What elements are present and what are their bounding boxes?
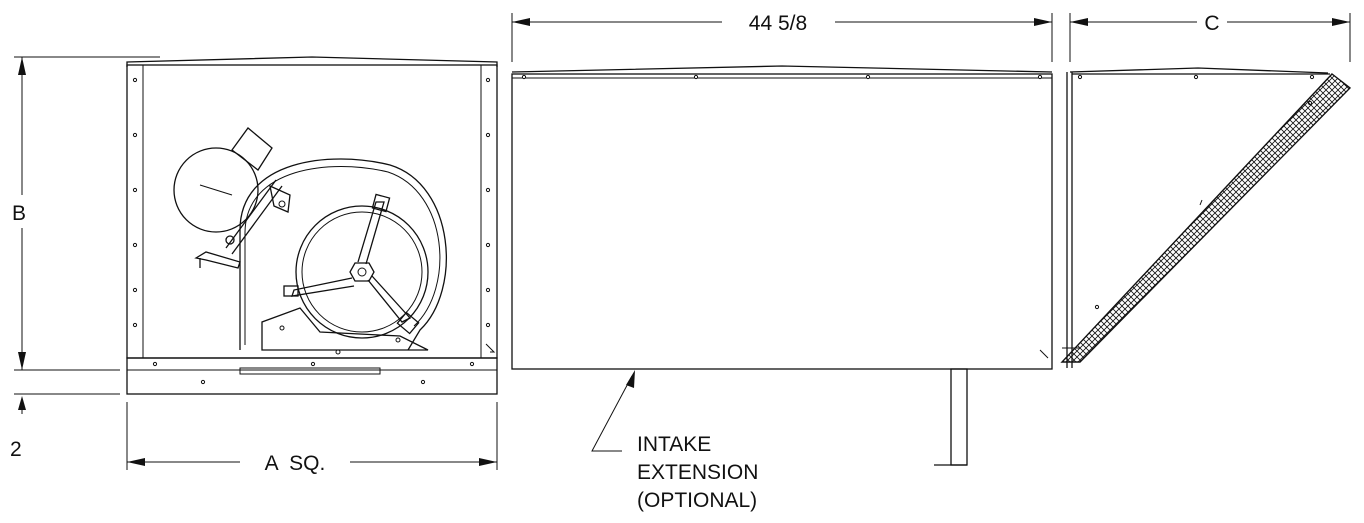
blower-housing bbox=[239, 158, 447, 355]
cabinet-rivets bbox=[132, 77, 491, 385]
dim-width-bottom bbox=[126, 402, 498, 470]
tensioner-arm bbox=[194, 179, 291, 269]
label-width-bottom: A SQ. bbox=[265, 452, 326, 475]
callout-line-1: INTAKE bbox=[637, 433, 711, 456]
callout-line-2: EXTENSION bbox=[637, 461, 758, 484]
intake-leader bbox=[591, 370, 635, 452]
label-base-height: 2 bbox=[10, 438, 22, 461]
blower-cabinet bbox=[126, 56, 498, 395]
dim-width-top bbox=[511, 13, 1053, 62]
callout-line-3: (OPTIONAL) bbox=[637, 489, 757, 512]
dim-hood-depth bbox=[1069, 13, 1351, 62]
label-hood-depth: C bbox=[1204, 12, 1219, 35]
dim-height bbox=[14, 56, 160, 371]
hood-screen bbox=[1060, 73, 1352, 363]
dim-base-height bbox=[14, 393, 120, 414]
weather-hood bbox=[1060, 67, 1352, 368]
motor bbox=[173, 127, 273, 233]
label-width-top: 44 5/8 bbox=[749, 12, 807, 35]
label-height: B bbox=[12, 202, 26, 225]
intake-extension bbox=[511, 65, 1053, 466]
